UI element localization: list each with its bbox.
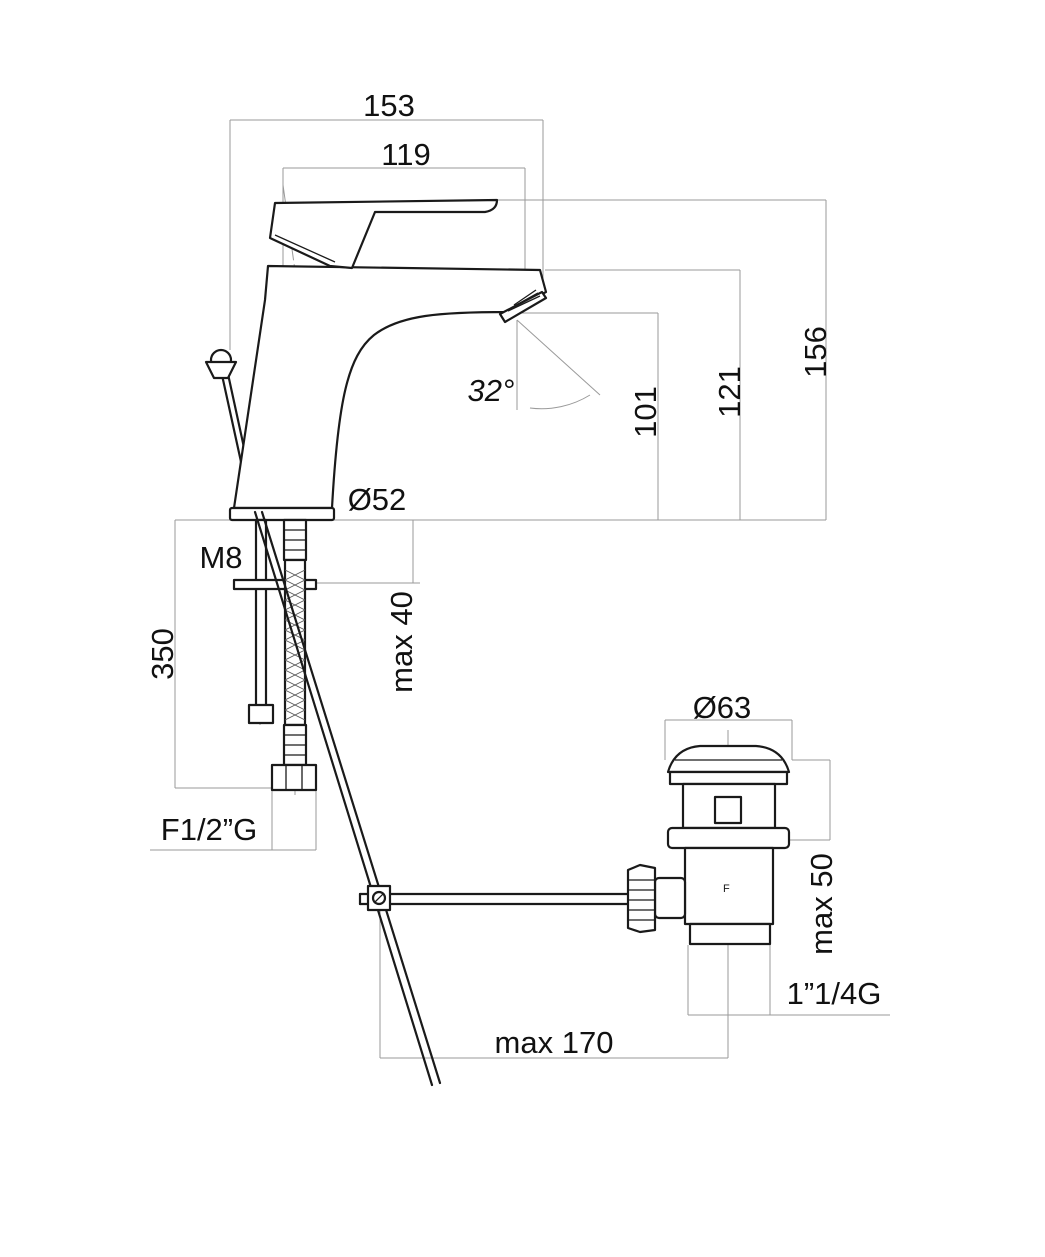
dim-height-aerator: 101 [628,386,663,438]
dimension-labels: 153 119 156 121 101 32° Ø52 M8 350 max 4… [145,88,881,1060]
dim-deck-thickness: max 40 [384,591,419,693]
dim-spout-angle: 32° [468,373,515,408]
dim-width-total: 153 [363,88,415,123]
svg-text:F: F [723,883,730,895]
drain-rod [253,510,630,1087]
dim-waste-thread: 1”1/4G [787,976,882,1011]
hose-braid [284,569,306,721]
mounting-parts [232,518,318,792]
dim-rod-length: max 170 [495,1025,614,1060]
faucet-body [204,198,548,522]
dim-width-spout: 119 [381,137,430,172]
dim-hose-length: 350 [145,628,180,680]
dim-stud-thread: M8 [199,540,242,575]
dim-base-diameter: Ø52 [348,482,407,517]
dim-waste-height: max 50 [804,853,839,955]
dim-height-outlet: 121 [712,366,747,418]
dim-hose-connection: F1/2”G [161,812,257,847]
dim-height-total: 156 [798,326,833,378]
dim-waste-diameter: Ø63 [693,690,752,725]
pop-up-waste: F [626,744,791,946]
